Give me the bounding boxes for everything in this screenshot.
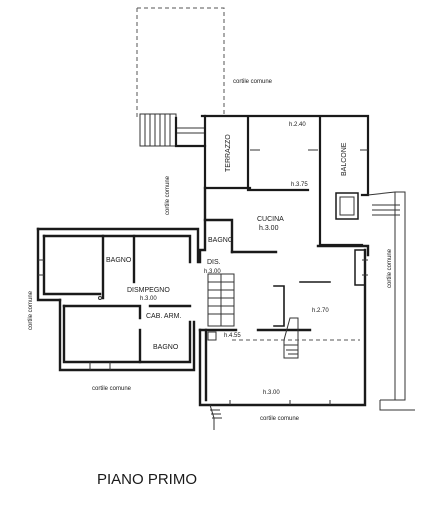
label-dis: DIS. (207, 259, 221, 266)
main-walls (36, 186, 370, 407)
label-bagno-bottom: BAGNO (153, 344, 179, 351)
drawing-title: PIANO PRIMO (97, 471, 197, 488)
label-terrazzo: TERRAZZO (225, 134, 232, 172)
label-cortile-right: cortile comune (387, 248, 393, 288)
label-disimpegno-h: h.3.00 (140, 296, 157, 302)
external-stairs-top (139, 113, 205, 147)
label-cortile-top: cortile comune (233, 79, 273, 85)
label-h-375: h.3.75 (291, 182, 308, 188)
label-disimpegno: DISMPEGNO (127, 287, 170, 294)
label-h-455: h.4.55 (224, 333, 241, 339)
label-cortile-center: cortile comune (165, 175, 171, 215)
label-cortile-bottom-right: cortile comune (260, 416, 300, 422)
courtyard-outline (136, 7, 225, 118)
external-stairs-right (367, 191, 415, 411)
label-dis-h: h.3.00 (204, 269, 221, 275)
label-cortile-bottom-left: cortile comune (92, 386, 132, 392)
external-stairs-bottom (209, 404, 222, 430)
label-balcone: BALCONE (341, 142, 348, 176)
label-cab-arm: CAB. ARM. (146, 313, 181, 320)
internal-stairs (207, 273, 360, 359)
label-h-270: h.2.70 (312, 308, 329, 314)
label-cortile-left: cortile comune (28, 290, 34, 330)
label-bagno-small: BAGNO (208, 237, 234, 244)
label-h-300-bottom: h.3.00 (263, 390, 280, 396)
label-cucina: CUCINA (257, 216, 284, 223)
label-bagno-top: BAGNO (106, 257, 132, 264)
label-h-240: h.2.40 (289, 122, 306, 128)
label-cucina-h: h.3.00 (259, 225, 279, 232)
